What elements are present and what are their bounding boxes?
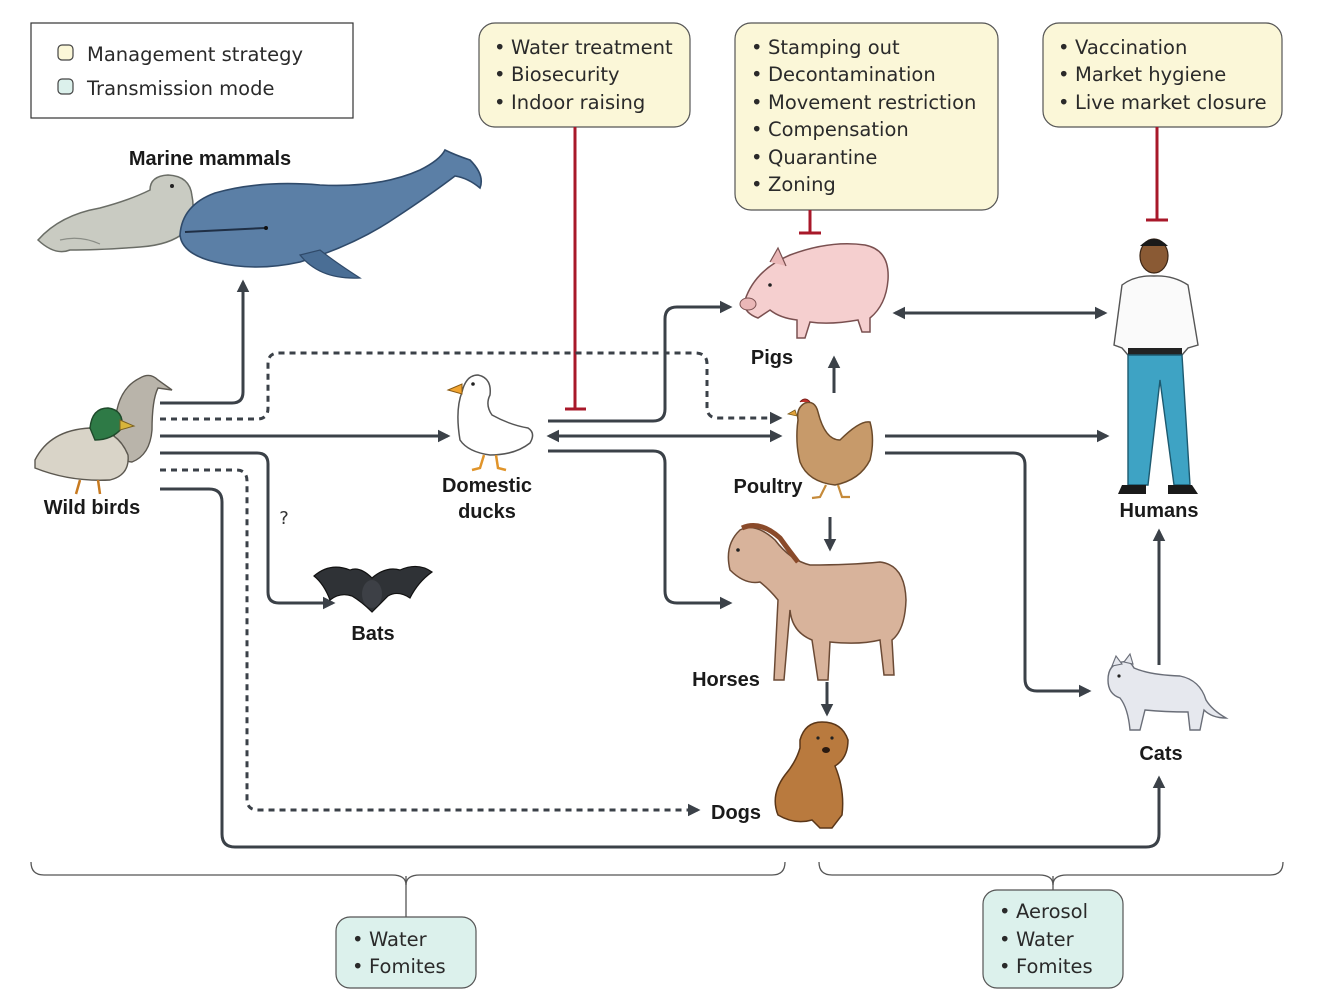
- management-box-farm-frame: [734, 22, 999, 211]
- arrow-ducks-pigs: [548, 300, 733, 423]
- arrow-wildbirds-dogs-dashed: [160, 468, 701, 817]
- label-bats: Bats: [351, 623, 394, 645]
- arrow-wildbirds-bats: [160, 451, 336, 610]
- transmission-box-right: •Aerosol •Water •Fomites: [982, 889, 1124, 989]
- transmission-item: Fomites: [1016, 955, 1093, 978]
- management-box-humans: •Vaccination •Market hygiene •Live marke…: [1042, 22, 1283, 128]
- human-illustration: [1113, 238, 1199, 494]
- transmission-item: Fomites: [369, 955, 446, 978]
- transmission-brackets: [30, 861, 1284, 917]
- chicken-illustration: [786, 398, 874, 500]
- label-wild-birds: Wild birds: [44, 497, 140, 519]
- animal-labels: Marine mammals Wild birds Domestic ducks…: [44, 148, 1199, 824]
- management-item: Movement restriction: [768, 91, 976, 114]
- arrow-wildbirds-marine: [160, 279, 250, 405]
- management-item: Stamping out: [768, 36, 900, 59]
- cat-illustration: [1107, 652, 1229, 731]
- transmission-box-left-frame: [335, 916, 477, 989]
- management-item: Indoor raising: [511, 91, 645, 114]
- bracket-right: [818, 861, 1284, 886]
- management-box-humans-frame: [1042, 22, 1283, 128]
- label-poultry: Poultry: [734, 476, 804, 498]
- transmission-item: Water: [369, 928, 428, 951]
- management-box-ducks-text: •Water treatment •Biosecurity •Indoor ra…: [494, 36, 679, 114]
- label-horses: Horses: [692, 669, 760, 691]
- management-item: Water treatment: [511, 36, 673, 59]
- arrow-poultry-cats: [885, 451, 1092, 698]
- transmission-swatch: [57, 78, 74, 95]
- seal-illustration: [36, 174, 194, 253]
- domestic-duck-illustration: [446, 374, 534, 472]
- management-item: Decontamination: [768, 63, 936, 86]
- transmission-box-right-text: •Aerosol •Water •Fomites: [999, 900, 1094, 978]
- management-item: Market hygiene: [1075, 63, 1226, 86]
- pig-illustration: [739, 243, 889, 339]
- legend: Management strategy Transmission mode: [30, 22, 354, 119]
- management-box-farm: •Stamping out •Decontamination •Movement…: [734, 22, 999, 211]
- transmission-item: Water: [1016, 928, 1075, 951]
- label-dogs: Dogs: [711, 802, 761, 824]
- label-domestic-ducks-line2: ducks: [458, 501, 516, 523]
- bat-illustration: [313, 565, 434, 613]
- bracket-left: [30, 861, 786, 886]
- management-item: Live market closure: [1075, 91, 1267, 114]
- label-cats: Cats: [1139, 743, 1182, 765]
- uncertain-mark: ?: [279, 508, 289, 529]
- management-item: Compensation: [768, 118, 909, 141]
- management-box-farm-text: •Stamping out •Decontamination •Movement…: [751, 36, 983, 196]
- management-box-ducks-frame: [478, 22, 691, 128]
- legend-frame: [30, 22, 354, 119]
- management-item: Biosecurity: [511, 63, 620, 86]
- arrow-wildbirds-cats: [160, 487, 1166, 849]
- horse-illustration: [727, 523, 907, 681]
- label-pigs: Pigs: [751, 347, 793, 369]
- wild-birds-illustration: [34, 374, 173, 495]
- dog-illustration: [774, 721, 849, 829]
- management-box-ducks: •Water treatment •Biosecurity •Indoor ra…: [478, 22, 691, 128]
- management-item: Vaccination: [1075, 36, 1187, 59]
- label-marine-mammals: Marine mammals: [129, 148, 291, 170]
- legend-management-label: Management strategy: [87, 43, 303, 66]
- management-item: Quarantine: [768, 146, 877, 169]
- management-box-humans-text: •Vaccination •Market hygiene •Live marke…: [1058, 36, 1267, 114]
- inhibition-markers: [565, 127, 1168, 411]
- label-humans: Humans: [1120, 500, 1199, 522]
- legend-transmission-label: Transmission mode: [86, 77, 274, 100]
- label-domestic-ducks-line1: Domestic: [442, 475, 532, 497]
- management-swatch: [57, 44, 74, 61]
- arrow-ducks-horses: [548, 449, 733, 610]
- transmission-box-right-frame: [982, 889, 1124, 989]
- transmission-arrows: [160, 279, 1166, 849]
- transmission-item: Aerosol: [1016, 900, 1088, 923]
- transmission-box-left-text: •Water •Fomites: [352, 928, 446, 978]
- whale-illustration: [179, 148, 483, 279]
- transmission-box-left: •Water •Fomites: [335, 916, 477, 989]
- management-item: Zoning: [768, 173, 836, 196]
